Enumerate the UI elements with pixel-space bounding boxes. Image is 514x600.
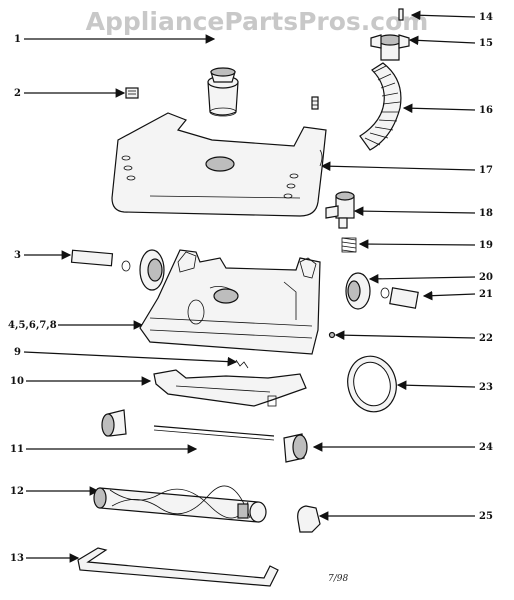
part-24-end-cap-right: [283, 433, 308, 463]
part-17-top-cover: [111, 112, 327, 217]
part-11-end-cap-left: [101, 409, 127, 437]
part-25-guard: [297, 505, 321, 533]
svg-text:12: 12: [10, 486, 24, 497]
part-18-switch: [325, 191, 355, 229]
callout-18: 18: [353, 206, 493, 219]
part-3-axle: [70, 249, 131, 272]
svg-text:2: 2: [14, 88, 21, 99]
callout-25: 25: [318, 511, 493, 522]
svg-text:14: 14: [479, 12, 493, 23]
watermark-text: AppliancePartsPros.com: [86, 7, 429, 36]
svg-text:23: 23: [479, 382, 493, 393]
callout-13: 13: [10, 553, 80, 564]
callout-17: 17: [320, 161, 493, 176]
part-12-brushroll: [93, 485, 267, 523]
part-11-shaft: [153, 425, 275, 441]
callout-4-8: 4,5,6,7,8: [8, 320, 144, 331]
callout-20: 20: [368, 272, 493, 284]
footer-code: 7/98: [328, 574, 348, 584]
svg-text:17: 17: [479, 165, 493, 176]
part-2-screw: [125, 87, 139, 99]
part-10-plate: [153, 369, 307, 407]
svg-text:24: 24: [479, 442, 493, 453]
part-15-cuff: [370, 34, 410, 61]
part-screw-small: [311, 96, 319, 110]
svg-text:4,5,6,7,8: 4,5,6,7,8: [8, 320, 57, 331]
svg-text:3: 3: [14, 250, 21, 261]
callout-16: 16: [402, 103, 493, 116]
part-20-wheel: [345, 272, 371, 310]
svg-text:19: 19: [479, 240, 493, 251]
part-13-bumper: [77, 547, 279, 587]
svg-text:21: 21: [479, 289, 493, 300]
part-4-8-base: [139, 249, 321, 355]
svg-text:1: 1: [14, 34, 21, 45]
svg-text:16: 16: [479, 105, 493, 116]
part-21-axle: [380, 287, 419, 309]
part-22-screw: [328, 331, 336, 339]
callout-24: 24: [312, 442, 493, 453]
callout-14: 14: [410, 10, 493, 23]
part-16-hose: [359, 62, 402, 151]
callout-1: 1: [14, 34, 216, 45]
part-19-spring: [341, 237, 357, 253]
part-wheel-left: [139, 249, 165, 291]
svg-text:15: 15: [479, 38, 493, 49]
svg-text:13: 13: [10, 553, 24, 564]
callout-10: 10: [10, 376, 152, 387]
svg-text:20: 20: [479, 272, 493, 283]
callout-21: 21: [422, 289, 493, 301]
svg-text:25: 25: [479, 511, 493, 522]
svg-text:9: 9: [14, 347, 21, 358]
part-14-screw: [398, 8, 404, 21]
callout-22: 22: [334, 330, 493, 344]
svg-text:11: 11: [10, 444, 24, 455]
svg-text:22: 22: [479, 333, 493, 344]
callout-11: 11: [10, 444, 198, 455]
callout-12: 12: [10, 486, 100, 497]
part-9-clip: [235, 359, 249, 369]
svg-text:10: 10: [10, 376, 24, 387]
callout-19: 19: [358, 239, 493, 251]
callout-23: 23: [396, 380, 493, 393]
svg-text:18: 18: [479, 208, 493, 219]
callout-15: 15: [408, 35, 493, 49]
callout-2: 2: [14, 88, 126, 99]
callout-9: 9: [14, 347, 238, 367]
part-1-connector: [207, 67, 239, 117]
callout-3: 3: [14, 250, 72, 261]
part-23-belt: [347, 355, 397, 413]
